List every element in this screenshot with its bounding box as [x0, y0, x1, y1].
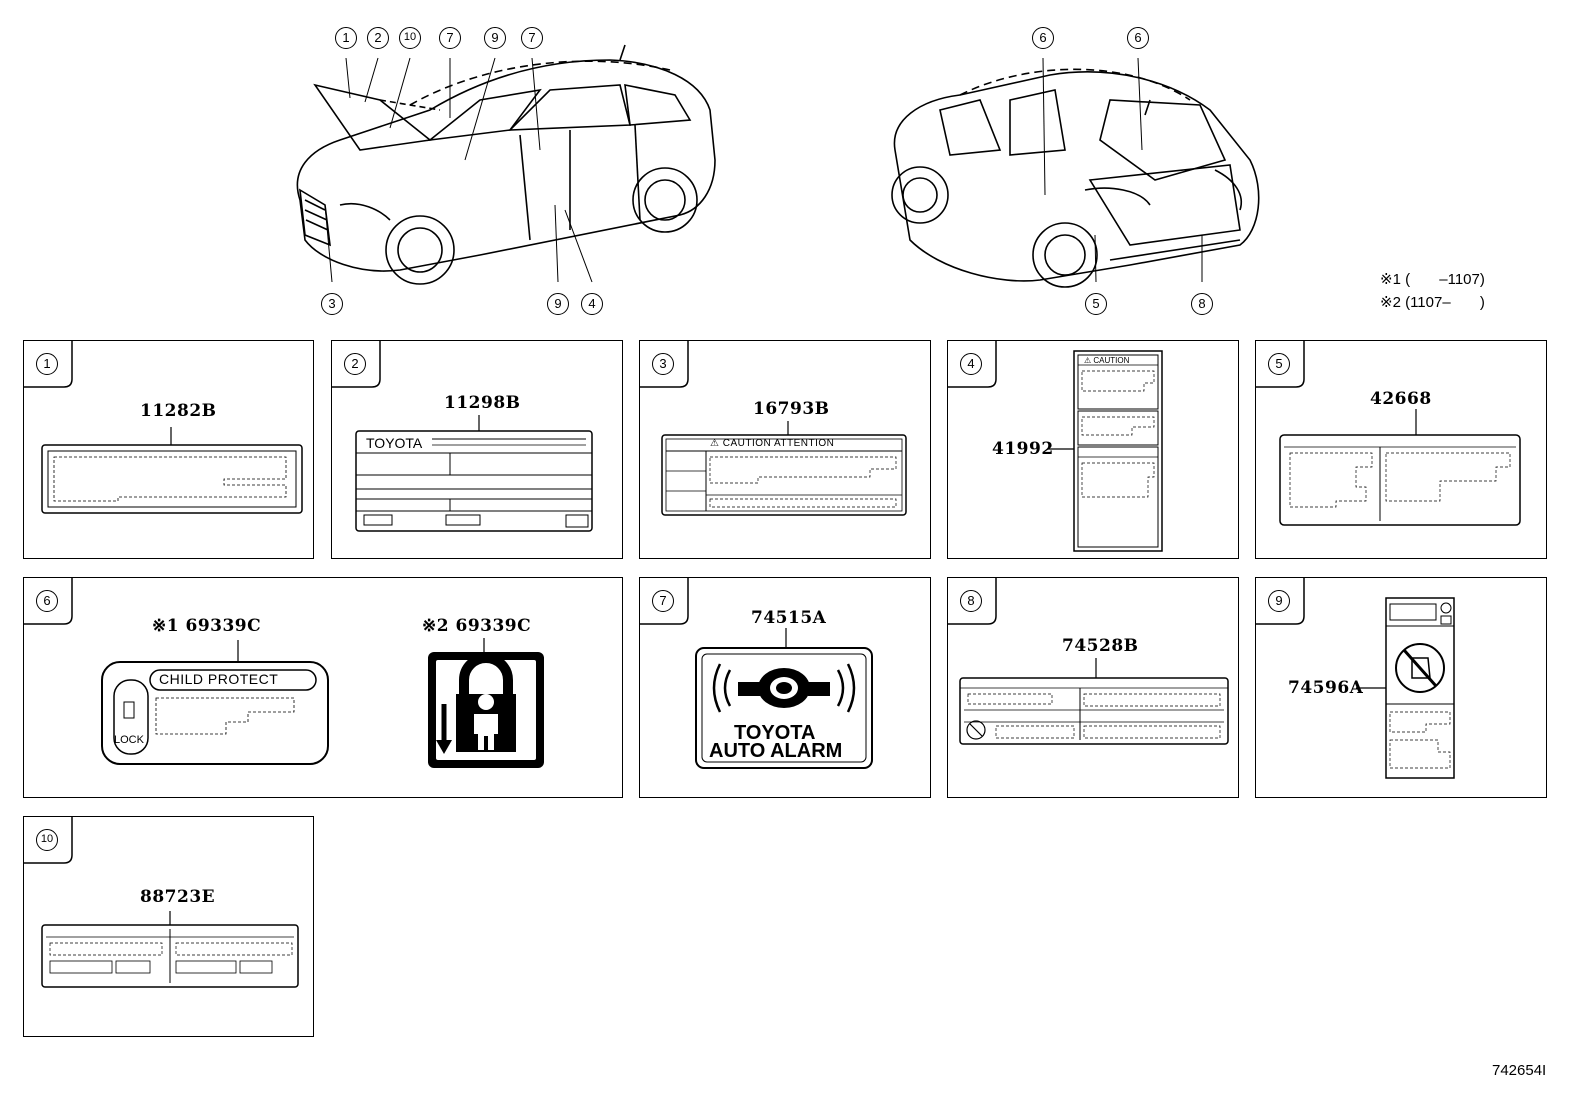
callout-2: 2	[367, 27, 389, 49]
panel-9: 9 74596A	[1255, 577, 1547, 798]
part-number-69339C-a: ※1 69339C	[152, 616, 262, 636]
panel-3-number: 3	[652, 353, 674, 375]
part-number-11298B: 11298B	[444, 393, 521, 413]
lock-text: LOCK	[114, 734, 144, 746]
panel-2: 2 11298B TOYOTA	[331, 340, 623, 559]
panel-4-number: 4	[960, 353, 982, 375]
note-2: ※2 (1107– )	[1380, 294, 1485, 311]
panel-6: 6 ※1 69339C ※2 69339C CHILD PROTECT LOCK	[23, 577, 623, 798]
panel-6-number: 6	[36, 590, 58, 612]
part-number-16793B: 16793B	[753, 399, 830, 419]
callout-9b: 9	[547, 293, 569, 315]
part-number-74515A: 74515A	[751, 608, 827, 628]
auto-alarm-label	[695, 628, 873, 769]
panel-9-number: 9	[1268, 590, 1290, 612]
child-protect-text: CHILD PROTECT	[159, 671, 279, 687]
panel-7-number: 7	[652, 590, 674, 612]
panel-10-number: 10	[36, 829, 58, 851]
panel-8-number: 8	[960, 590, 982, 612]
front-car-illustration	[296, 44, 716, 285]
panel-5: 5 42668	[1255, 340, 1547, 559]
panel-1-number: 1	[36, 353, 58, 375]
callout-5: 5	[1085, 293, 1107, 315]
callout-6b: 6	[1127, 27, 1149, 49]
callout-7a: 7	[439, 27, 461, 49]
part-number-11282B: 11282B	[140, 401, 217, 421]
part-number-74596A: 74596A	[1288, 678, 1364, 698]
panel-8: 8 74528B	[947, 577, 1239, 798]
callout-6a: 6	[1032, 27, 1054, 49]
panel-7: 7 74515A TOYOTA AUTO ALARM	[639, 577, 931, 798]
panel-3: 3 16793B ⚠ CAUTION ATTENTION	[639, 340, 931, 559]
callout-10: 10	[399, 27, 421, 49]
label-toyota-text: TOYOTA	[366, 435, 423, 451]
panel-2-number: 2	[344, 353, 366, 375]
part-number-41992: 41992	[992, 439, 1054, 459]
rear-car-illustration	[891, 57, 1260, 288]
callout-1: 1	[335, 27, 357, 49]
note-1: ※1 ( –1107)	[1380, 271, 1485, 288]
child-protect-label	[101, 640, 329, 765]
panel-4: 4 41992 ⚠ CAUTION	[947, 340, 1239, 559]
callout-9a: 9	[484, 27, 506, 49]
part-number-69339C-b: ※2 69339C	[422, 616, 532, 636]
callout-3: 3	[321, 293, 343, 315]
panel-10: 10 88723E	[23, 816, 314, 1037]
panel-5-number: 5	[1268, 353, 1290, 375]
child-lock-icon	[428, 638, 544, 768]
panel-1: 1 11282B	[23, 340, 314, 559]
label-caution-text: ⚠ CAUTION ATTENTION	[710, 438, 835, 449]
callout-8: 8	[1191, 293, 1213, 315]
toyota-text: TOYOTA	[734, 722, 816, 744]
label-caution-41992: ⚠ CAUTION	[1084, 356, 1130, 365]
part-number-88723E: 88723E	[140, 887, 216, 907]
callout-4: 4	[581, 293, 603, 315]
auto-alarm-text: AUTO ALARM	[709, 740, 843, 762]
part-number-42668: 42668	[1370, 389, 1432, 409]
callout-7b: 7	[521, 27, 543, 49]
diagram-id: 742654I	[1492, 1062, 1547, 1079]
part-number-74528B: 74528B	[1062, 636, 1139, 656]
